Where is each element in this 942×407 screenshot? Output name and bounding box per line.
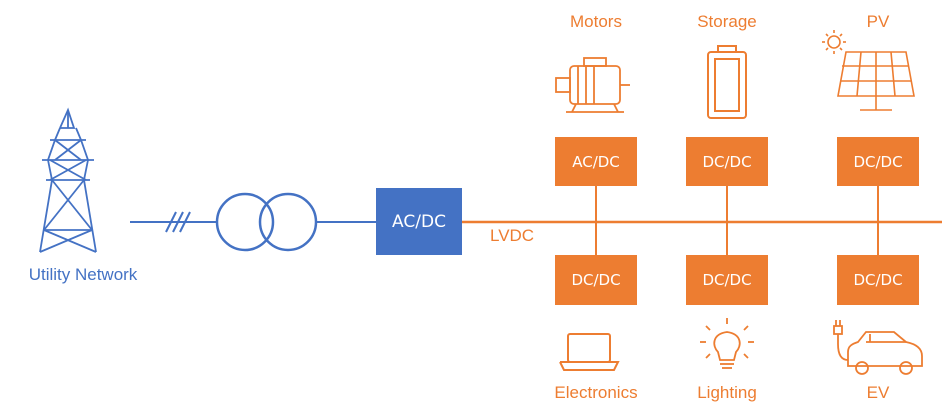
lighting-label: Lighting	[697, 383, 757, 402]
electric-car-icon	[833, 320, 923, 375]
electronics-label: Electronics	[554, 383, 638, 402]
utility-network-label: Utility Network	[28, 265, 138, 284]
lighting-converter: DC/DC	[686, 255, 768, 305]
battery-icon	[707, 45, 747, 119]
storage-converter: DC/DC	[686, 137, 768, 186]
feeder-lines	[595, 186, 879, 255]
laptop-icon	[559, 333, 620, 371]
electronics-converter: DC/DC	[555, 255, 637, 305]
motor-icon	[555, 57, 630, 113]
transformer-icon	[215, 192, 318, 252]
motors-converter: AC/DC	[555, 137, 637, 186]
lvdc-bus-label: LVDC	[490, 226, 535, 245]
storage-label: Storage	[697, 12, 757, 31]
ev-label: EV	[866, 383, 890, 402]
light-bulb-icon	[700, 318, 754, 369]
pv-label: PV	[866, 12, 890, 31]
three-phase-icon	[165, 211, 191, 233]
transmission-tower-icon	[39, 107, 97, 253]
main-ac-dc-converter: AC/DC	[376, 188, 462, 255]
motors-label: Motors	[570, 12, 622, 31]
solar-panel-icon	[822, 30, 915, 111]
ev-converter: DC/DC	[837, 255, 919, 305]
pv-converter: DC/DC	[837, 137, 919, 186]
